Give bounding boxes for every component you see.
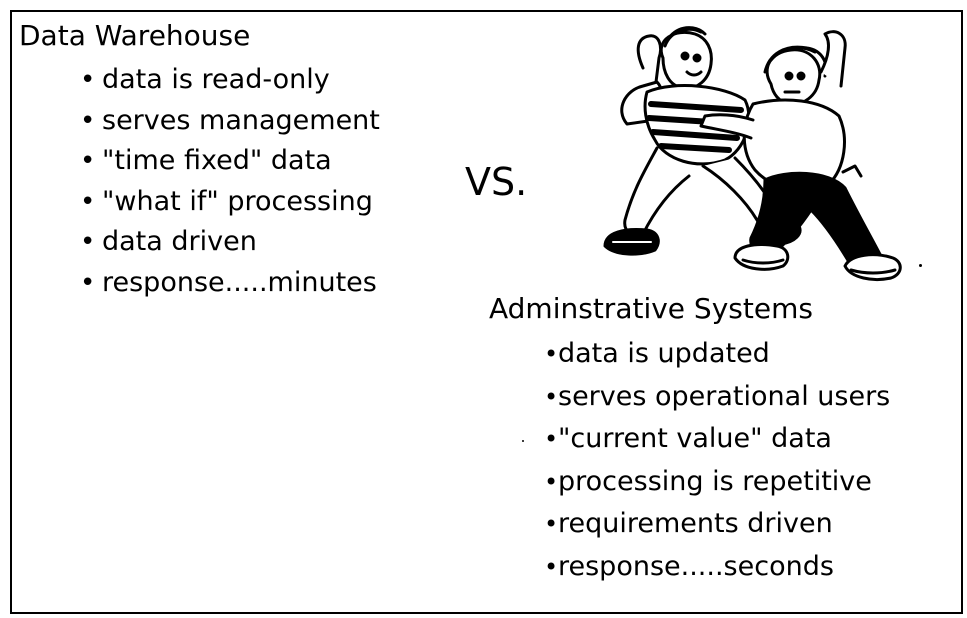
list-item: processing is repetitive [544,461,890,504]
slide-frame [10,10,963,614]
list-item: serves operational users [544,376,890,419]
list-item: "current value" data [544,418,890,461]
dot-mark [919,264,922,267]
list-item: "what if" processing [80,182,380,223]
administrative-systems-title: Adminstrative Systems [489,292,813,325]
list-item: "time fixed" data [80,141,380,182]
data-warehouse-title: Data Warehouse [19,19,251,52]
fighting-men-cartoon-icon [603,26,902,281]
list-item: response.....seconds [544,546,890,589]
list-item: requirements driven [544,503,890,546]
list-item: data is updated [544,333,890,376]
administrative-systems-list: data is updated serves operational users… [544,333,890,588]
list-item: data is read-only [80,60,380,101]
list-item: data driven [80,222,380,263]
list-item: response.....minutes [80,263,380,304]
data-warehouse-list: data is read-only serves management "tim… [80,60,380,303]
dot-mark [522,440,524,442]
versus-label: VS. [465,160,528,204]
list-item: serves management [80,101,380,142]
